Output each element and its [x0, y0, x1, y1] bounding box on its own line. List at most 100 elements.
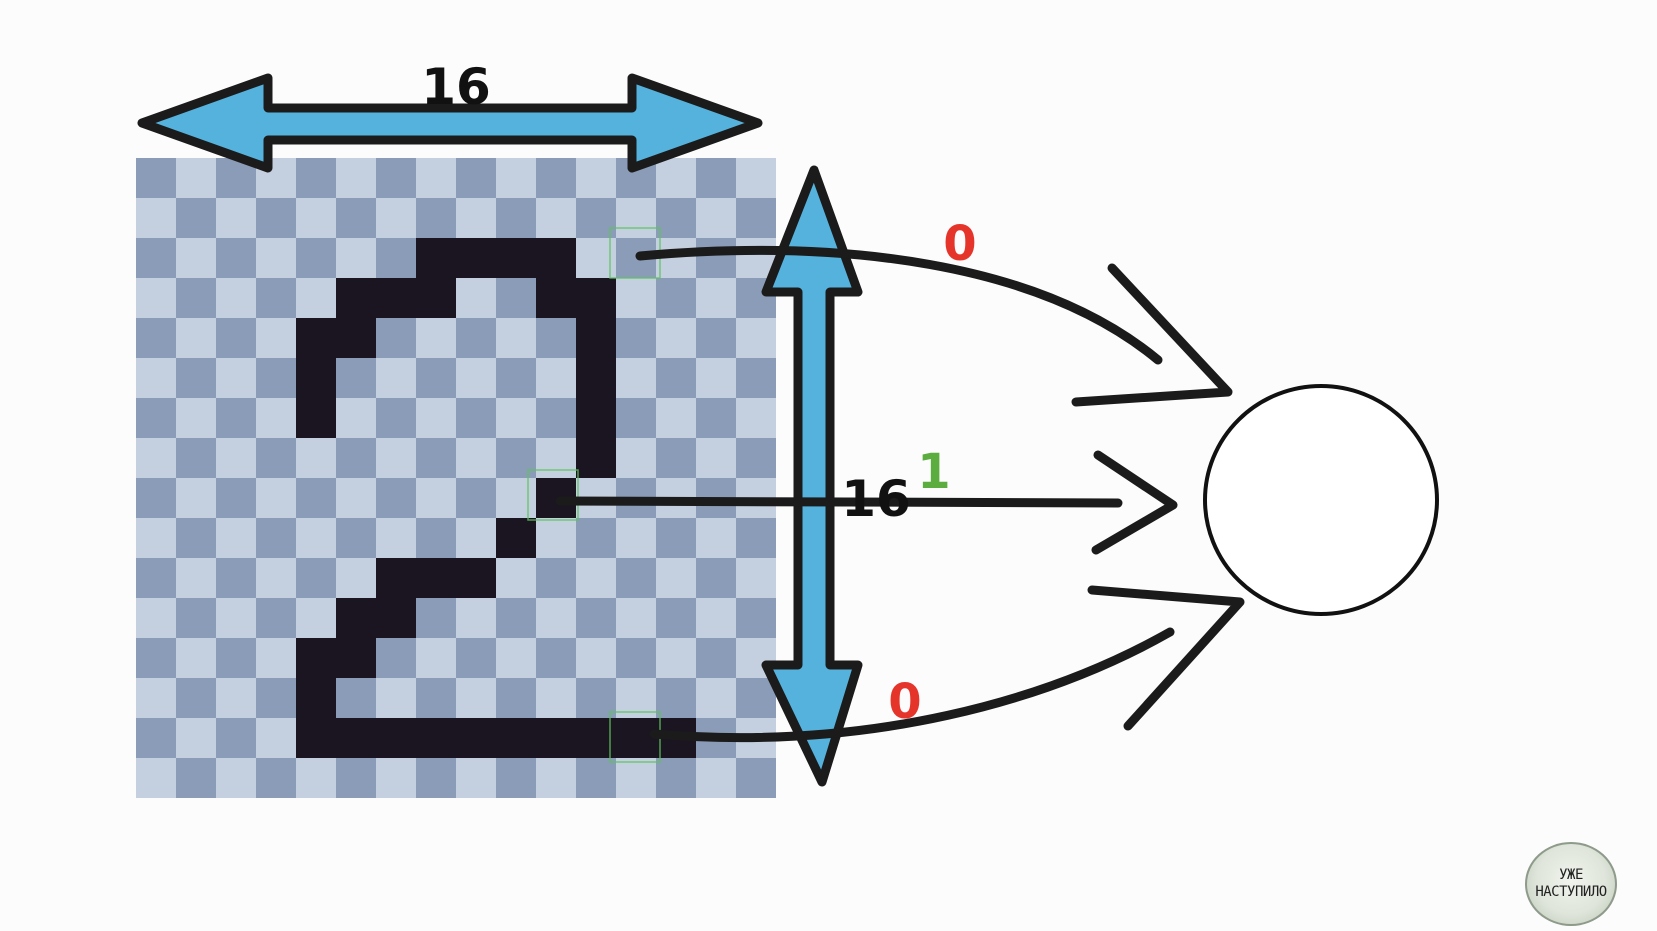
pixel-cell — [656, 518, 696, 558]
pixel-cell — [736, 678, 776, 718]
pixel-cell — [336, 158, 376, 198]
pixel-cell — [696, 398, 736, 438]
pixel-cell — [256, 558, 296, 598]
pixel-cell — [456, 598, 496, 638]
pixel-cell — [496, 198, 536, 238]
pixel-cell — [136, 158, 176, 198]
pixel-ink — [536, 238, 576, 278]
pixel-cell — [216, 558, 256, 598]
pixel-ink — [296, 718, 336, 758]
pixel-cell — [256, 478, 296, 518]
pixel-cell — [456, 638, 496, 678]
logo-line-1: УЖЕ — [1559, 867, 1583, 883]
pixel-cell — [216, 438, 256, 478]
pixel-cell — [176, 518, 216, 558]
pixel-cell — [656, 758, 696, 798]
pixel-cell — [656, 598, 696, 638]
pixel-cell — [416, 398, 456, 438]
pixel-cell — [456, 438, 496, 478]
pixel-cell — [656, 678, 696, 718]
pixel-cell — [176, 198, 216, 238]
pixel-cell — [656, 638, 696, 678]
pixel-cell — [336, 358, 376, 398]
pixel-cell — [296, 438, 336, 478]
pixel-cell — [576, 158, 616, 198]
pixel-cell — [256, 238, 296, 278]
pixel-cell — [256, 518, 296, 558]
pixel-cell — [256, 678, 296, 718]
pixel-cell — [656, 318, 696, 358]
pixel-cell — [616, 198, 656, 238]
pixel-cell — [736, 158, 776, 198]
pixel-cell — [256, 398, 296, 438]
pixel-cell — [136, 238, 176, 278]
pixel-cell — [256, 598, 296, 638]
pixel-cell — [616, 358, 656, 398]
pixel-cell — [456, 198, 496, 238]
pixel-ink — [416, 558, 456, 598]
arrowhead-top-icon — [1071, 263, 1233, 407]
pixel-cell — [656, 398, 696, 438]
pixel-cell — [656, 158, 696, 198]
pixel-ink — [376, 558, 416, 598]
pixel-ink — [456, 718, 496, 758]
pixel-cell — [736, 358, 776, 398]
pixel-cell — [416, 318, 456, 358]
pixel-cell — [296, 758, 336, 798]
pixel-cell — [216, 198, 256, 238]
width-label: 16 — [421, 58, 491, 116]
pixel-ink — [336, 638, 376, 678]
pixel-cell — [536, 398, 576, 438]
pixel-cell — [376, 318, 416, 358]
pixel-ink — [576, 438, 616, 478]
pixel-cell — [336, 198, 376, 238]
pixel-ink — [416, 238, 456, 278]
pixel-cell — [456, 678, 496, 718]
pixel-cell — [336, 478, 376, 518]
pixel-cell — [696, 318, 736, 358]
pixel-cell — [456, 398, 496, 438]
pixel-cell — [616, 318, 656, 358]
pixel-cell — [216, 278, 256, 318]
arrowhead-middle-icon — [1091, 450, 1178, 555]
pixel-cell — [336, 558, 376, 598]
pixel-cell — [496, 358, 536, 398]
pixel-cell — [616, 438, 656, 478]
pixel-ink — [376, 598, 416, 638]
pixel-cell — [496, 278, 536, 318]
pixel-cell — [176, 478, 216, 518]
pixel-cell — [696, 278, 736, 318]
pixel-cell — [616, 758, 656, 798]
pixel-cell — [736, 758, 776, 798]
pixel-cell — [736, 598, 776, 638]
pixel-cell — [216, 478, 256, 518]
connection-bottom-line — [649, 627, 1175, 743]
pixel-cell — [656, 438, 696, 478]
pixel-ink — [336, 278, 376, 318]
pixel-cell — [136, 518, 176, 558]
highlight-pixel-middle — [527, 469, 579, 521]
pixel-cell — [696, 358, 736, 398]
pixel-cell — [216, 518, 256, 558]
pixel-cell — [736, 318, 776, 358]
pixel-cell — [176, 318, 216, 358]
pixel-cell — [456, 478, 496, 518]
pixel-cell — [376, 478, 416, 518]
pixel-ink — [576, 318, 616, 358]
pixel-cell — [376, 198, 416, 238]
pixel-cell — [536, 678, 576, 718]
pixel-cell — [736, 518, 776, 558]
pixel-cell — [216, 238, 256, 278]
pixel-ink — [296, 398, 336, 438]
pixel-cell — [336, 238, 376, 278]
pixel-cell — [376, 518, 416, 558]
pixel-cell — [256, 438, 296, 478]
pixel-ink — [376, 278, 416, 318]
pixel-cell — [176, 598, 216, 638]
pixel-cell — [536, 638, 576, 678]
pixel-cell — [296, 238, 336, 278]
weight-top-label: 0 — [943, 216, 976, 272]
pixel-cell — [416, 438, 456, 478]
